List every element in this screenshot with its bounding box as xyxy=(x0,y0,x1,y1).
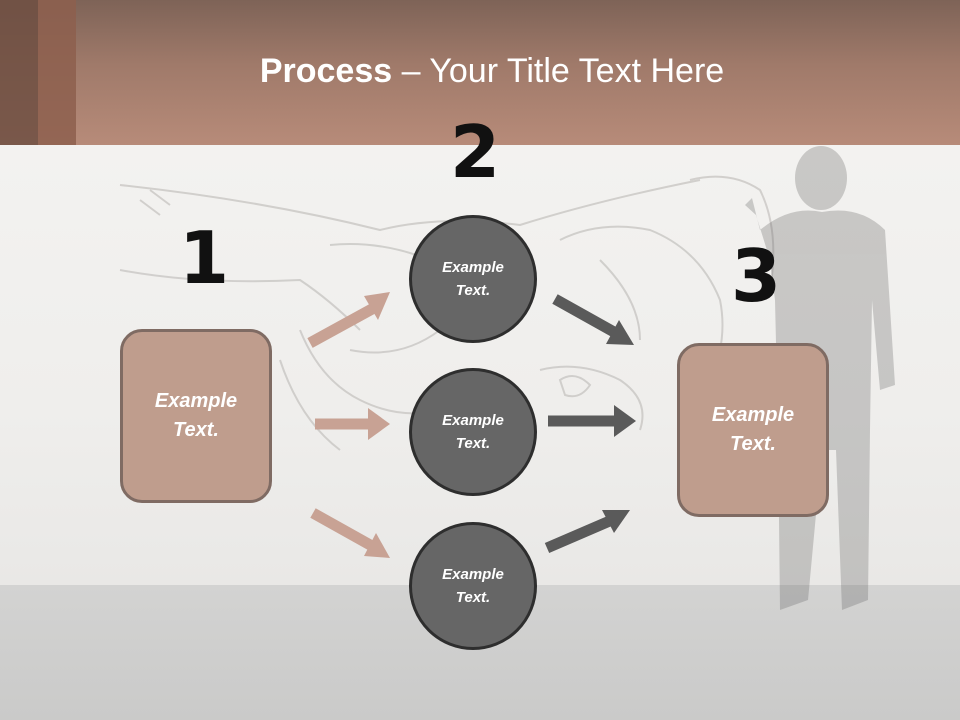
step-number-2: 2 xyxy=(450,110,501,194)
circle-top-line1: Example xyxy=(442,259,504,276)
circle-bottom-line1: Example xyxy=(442,566,504,583)
step-3-text-line2: Text. xyxy=(730,433,776,455)
circle-middle-line2: Text. xyxy=(455,435,491,452)
step-2-circle-top: Example Text. xyxy=(409,215,537,343)
step-1-box: Example Text. xyxy=(120,329,272,503)
step-3-box: Example Text. xyxy=(677,343,829,517)
step-number-1: 1 xyxy=(179,216,230,300)
step-2-circle-middle: Example Text. xyxy=(409,368,537,496)
circle-bottom-line2: Text. xyxy=(455,589,491,606)
header-accent-light xyxy=(38,0,76,145)
header-accent-dark xyxy=(0,0,38,145)
step-number-3: 3 xyxy=(731,234,782,318)
step-2-circle-bottom: Example Text. xyxy=(409,522,537,650)
step-1-text-line1: Example xyxy=(154,390,238,412)
step-1-text-line2: Text. xyxy=(173,419,219,441)
title-bar: Process – Your Title Text Here xyxy=(0,0,960,145)
circle-middle-line1: Example xyxy=(442,412,504,429)
title-rest: – Your Title Text Here xyxy=(392,52,725,90)
slide-title: Process – Your Title Text Here xyxy=(0,52,960,91)
title-bold: Process xyxy=(259,52,393,90)
step-3-text-line1: Example xyxy=(711,404,795,426)
circle-top-line2: Text. xyxy=(455,282,491,299)
